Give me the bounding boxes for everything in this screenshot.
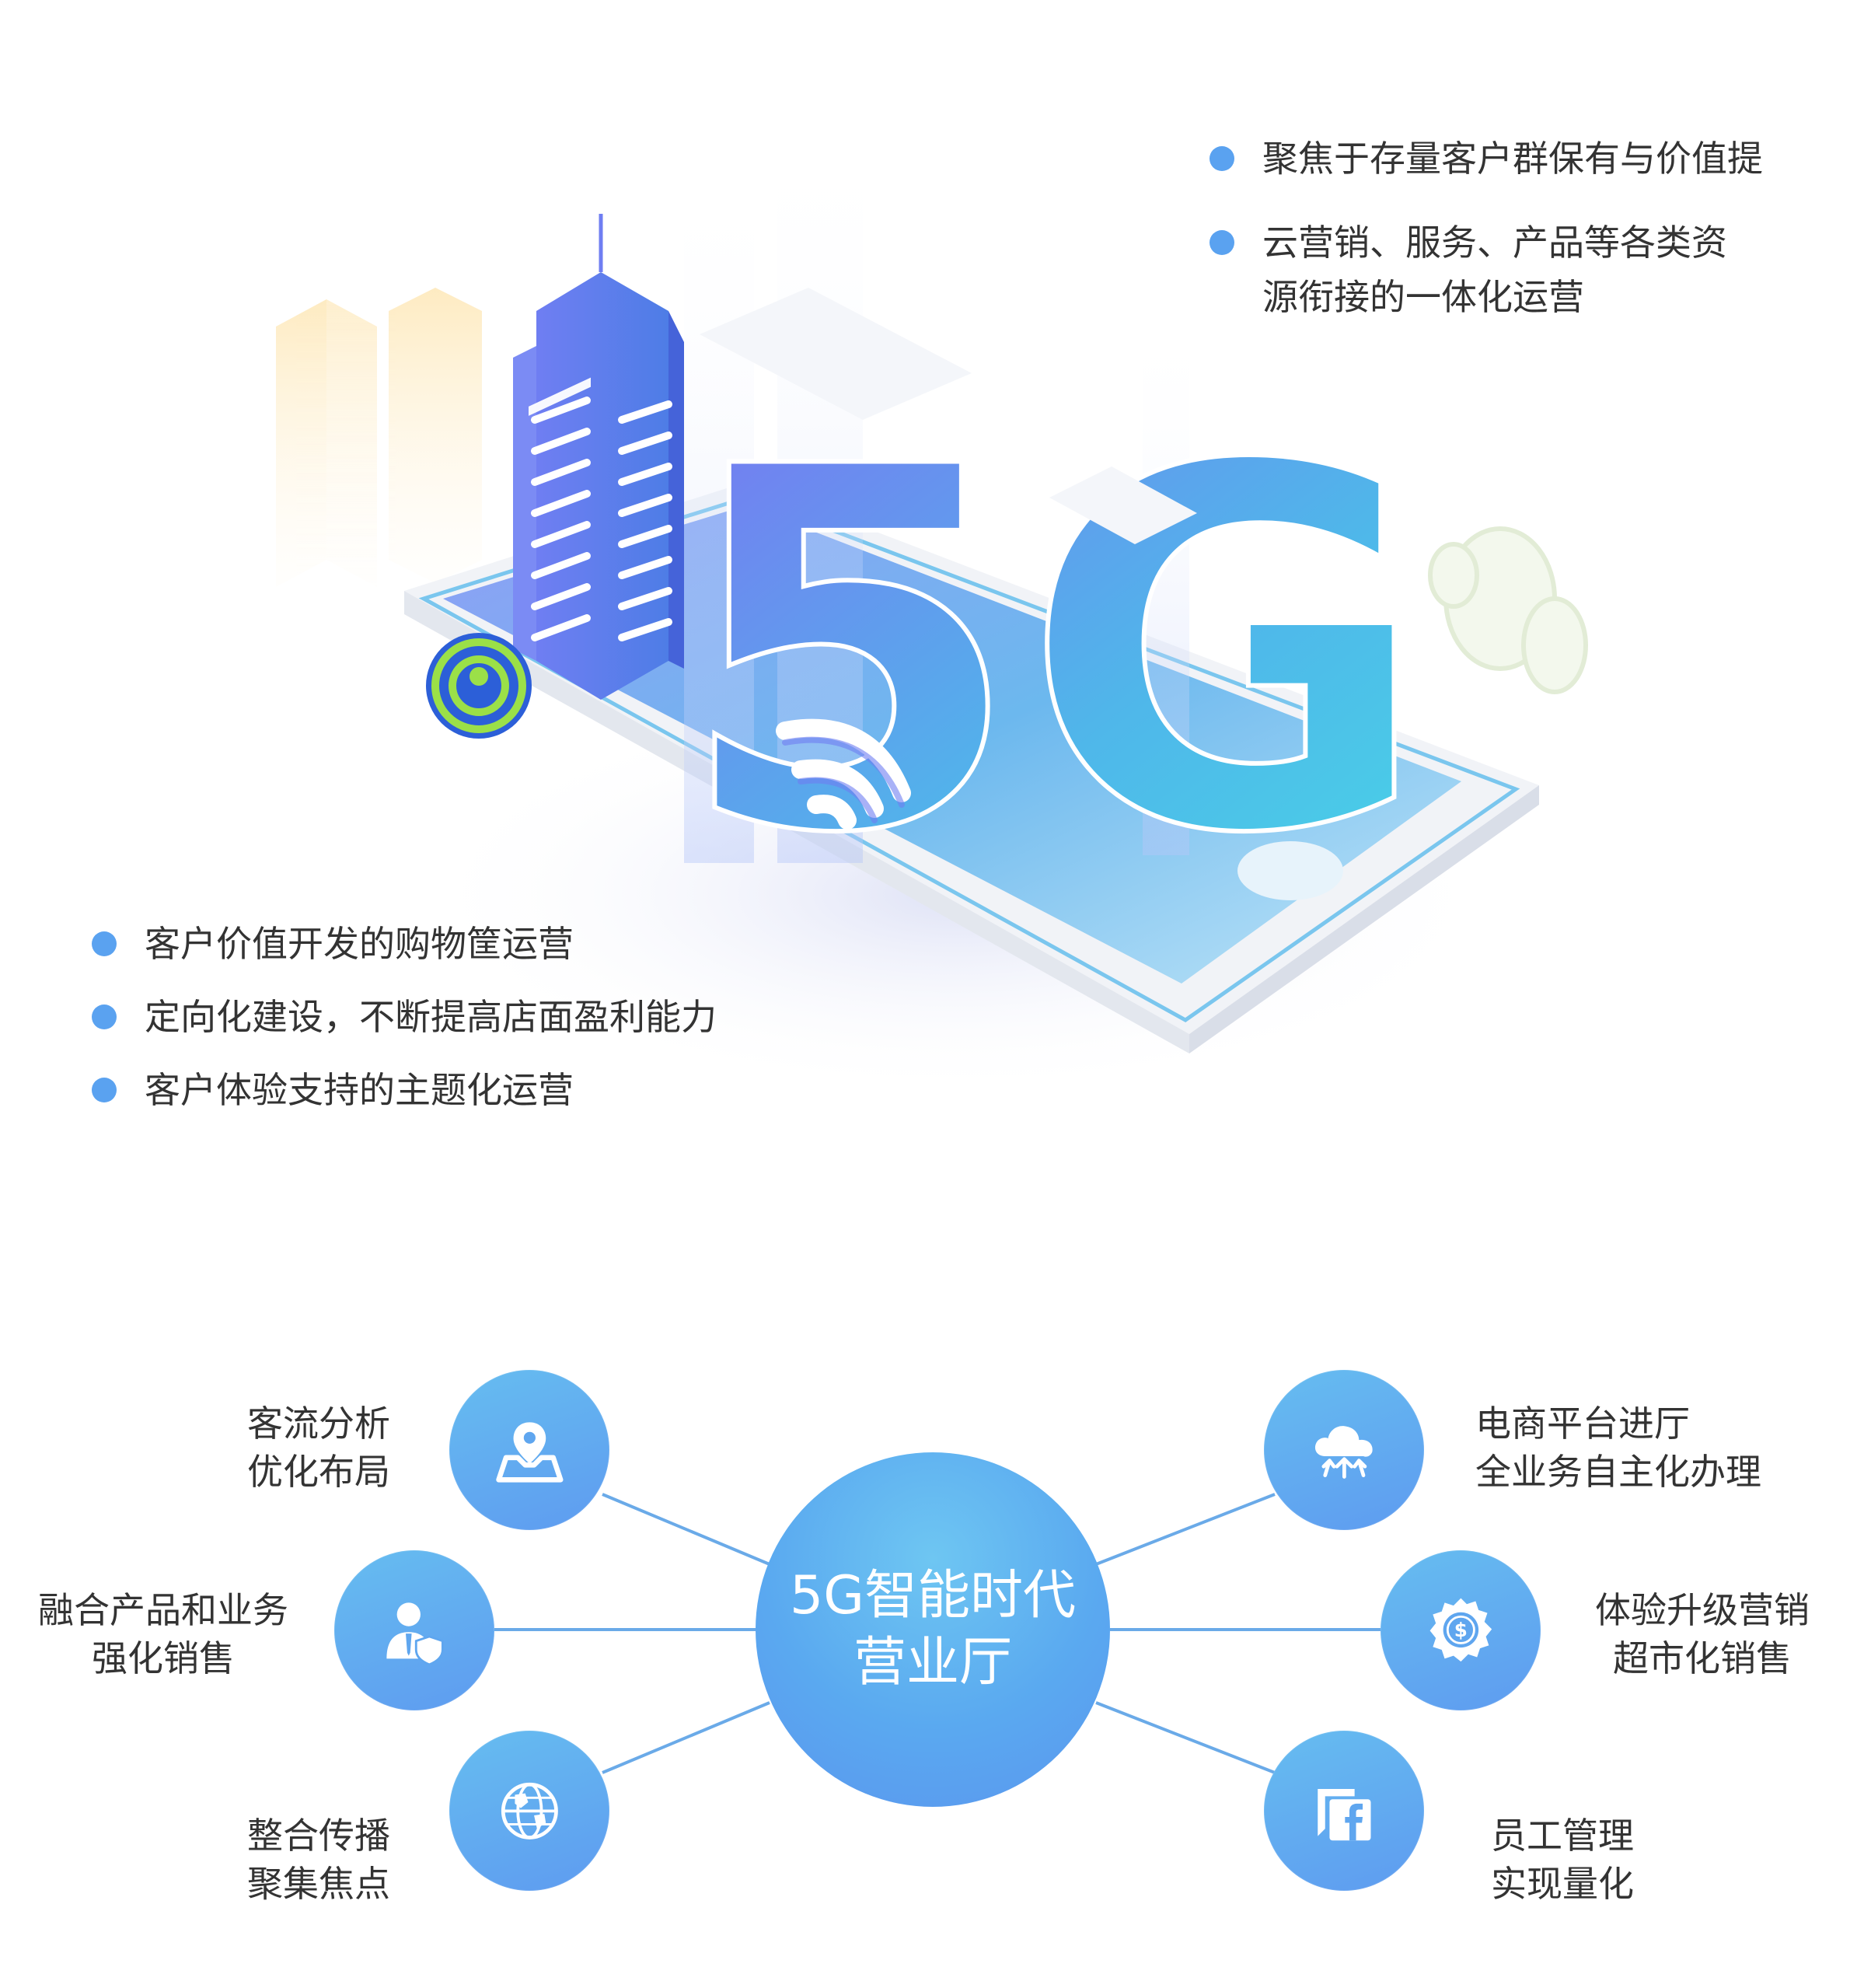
connector-top-right	[1095, 1493, 1276, 1566]
label-staff-management: 员工管理 实现量化	[1491, 1815, 1634, 1905]
bullet-dot	[92, 1004, 117, 1029]
connector-bottom-right	[1095, 1701, 1276, 1774]
svg-text:$: $	[1454, 1619, 1467, 1641]
globe-icon	[501, 1782, 558, 1840]
hub-title-line2: 营业厅	[853, 1632, 1012, 1693]
bullet-dot	[92, 1078, 117, 1102]
facebook-chat-icon	[1317, 1788, 1371, 1840]
node-integrated-communication	[449, 1731, 609, 1891]
user-shield-icon	[386, 1602, 444, 1666]
connector-top-left	[602, 1493, 770, 1566]
bullet-text: 客户价值开发的购物筐运营	[145, 923, 574, 965]
node-traffic-analysis	[449, 1370, 609, 1530]
bullet-dot	[1210, 230, 1234, 255]
map-pin-icon	[495, 1421, 564, 1483]
hero-illustration: 5G	[276, 124, 1588, 1096]
bullet-dot	[1210, 146, 1234, 171]
cloud-icon	[1428, 526, 1588, 694]
label-integrated-products: 融合产品和业务 强化销售	[38, 1589, 288, 1679]
label-ecommerce: 电商平台进厅 全业务自主化办理	[1475, 1403, 1761, 1493]
label-traffic-analysis: 客流分析 优化布局	[247, 1403, 390, 1493]
striped-ball-icon	[426, 633, 532, 739]
five-g-graphic: 5G	[674, 288, 1433, 944]
node-staff-management	[1264, 1731, 1424, 1891]
label-experience-upgrade: 体验升级营销 超市化销售	[1595, 1589, 1810, 1679]
dollar-badge-icon: $	[1429, 1598, 1492, 1661]
wifi-signal-shadow	[782, 736, 905, 823]
label-integrated-communication: 整合传播 聚集焦点	[247, 1815, 390, 1905]
hub-circle: 5G智能时代 营业厅	[756, 1452, 1110, 1807]
tower-building	[513, 214, 684, 700]
bullet-text: 云营销、服务、产品等各类资	[1262, 222, 1727, 264]
wifi-signal-icon	[776, 718, 911, 830]
node-ecommerce	[1264, 1370, 1424, 1530]
cloud-upload-icon	[1314, 1425, 1373, 1479]
svg-text:5G: 5G	[676, 362, 1431, 942]
hub-title-line1: 5G智能时代	[790, 1565, 1076, 1626]
node-integrated-products	[334, 1550, 494, 1710]
connector-bottom-left	[602, 1701, 770, 1774]
bullet-dot	[92, 931, 117, 956]
background-buildings	[276, 288, 482, 587]
bullet-text: 定向化建设，不断提高店面盈利能力	[145, 996, 717, 1038]
bullet-text: 聚焦于存量客户群保有与价值提	[1262, 138, 1763, 180]
bullet-text: 客户体验支持的主题化运营	[145, 1069, 574, 1111]
node-experience-upgrade: $	[1381, 1550, 1541, 1710]
bullet-text: 源衔接的一体化运营	[1262, 276, 1584, 318]
